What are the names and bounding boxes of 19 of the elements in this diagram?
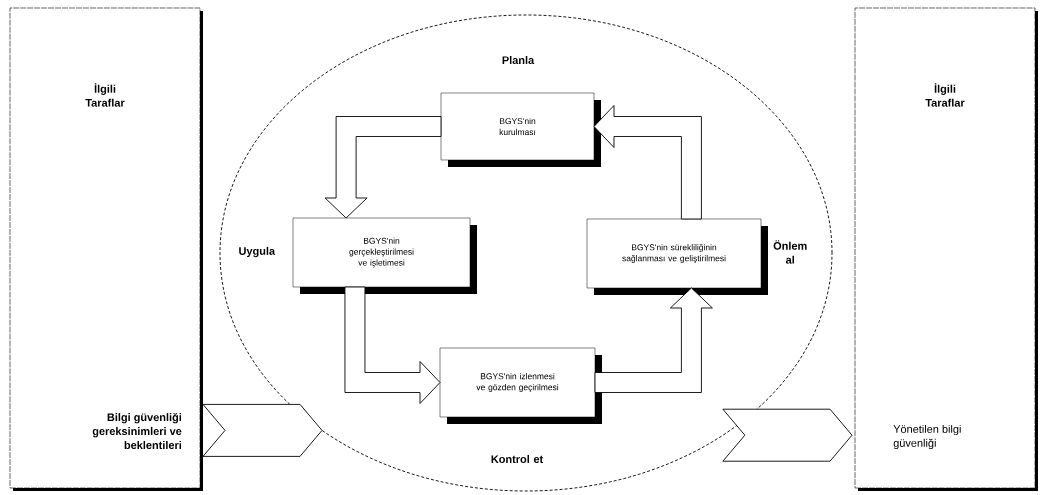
phase-label: Uygula [239, 246, 276, 258]
panel-text: Bilgi güvenliği gereksinimleri ve beklentileri [92, 412, 182, 449]
process-box: BGYS'nin izlenmesi ve gözden geçirilmesi [439, 347, 602, 424]
panel-heading: İlgili Taraflar [85, 83, 125, 107]
curved-block-arrow [594, 287, 713, 393]
phase-label: Önlem al [773, 240, 807, 264]
chevron-arrow [722, 408, 853, 462]
curved-block-arrow [593, 105, 702, 220]
dashed-ellipse [219, 14, 833, 492]
process-box: BGYS'nin gerçekleştirilmesi ve işletimesi [292, 217, 477, 294]
chevron-arrow [202, 403, 323, 457]
process-box: BGYS'nin sürekliliğinin sağlanması ve geliştirilmesi [586, 218, 768, 295]
panel-heading: İlgili Taraflar [925, 83, 965, 107]
process-box: BGYS'nin kurulması [440, 92, 601, 167]
curved-block-arrow [344, 286, 441, 404]
phase-label: Kontrol et [491, 454, 544, 463]
curved-block-arrow [324, 116, 442, 219]
phase-label: Planla [502, 55, 535, 64]
panel-text: Yönetilen bilgi güvenliği [893, 424, 961, 450]
